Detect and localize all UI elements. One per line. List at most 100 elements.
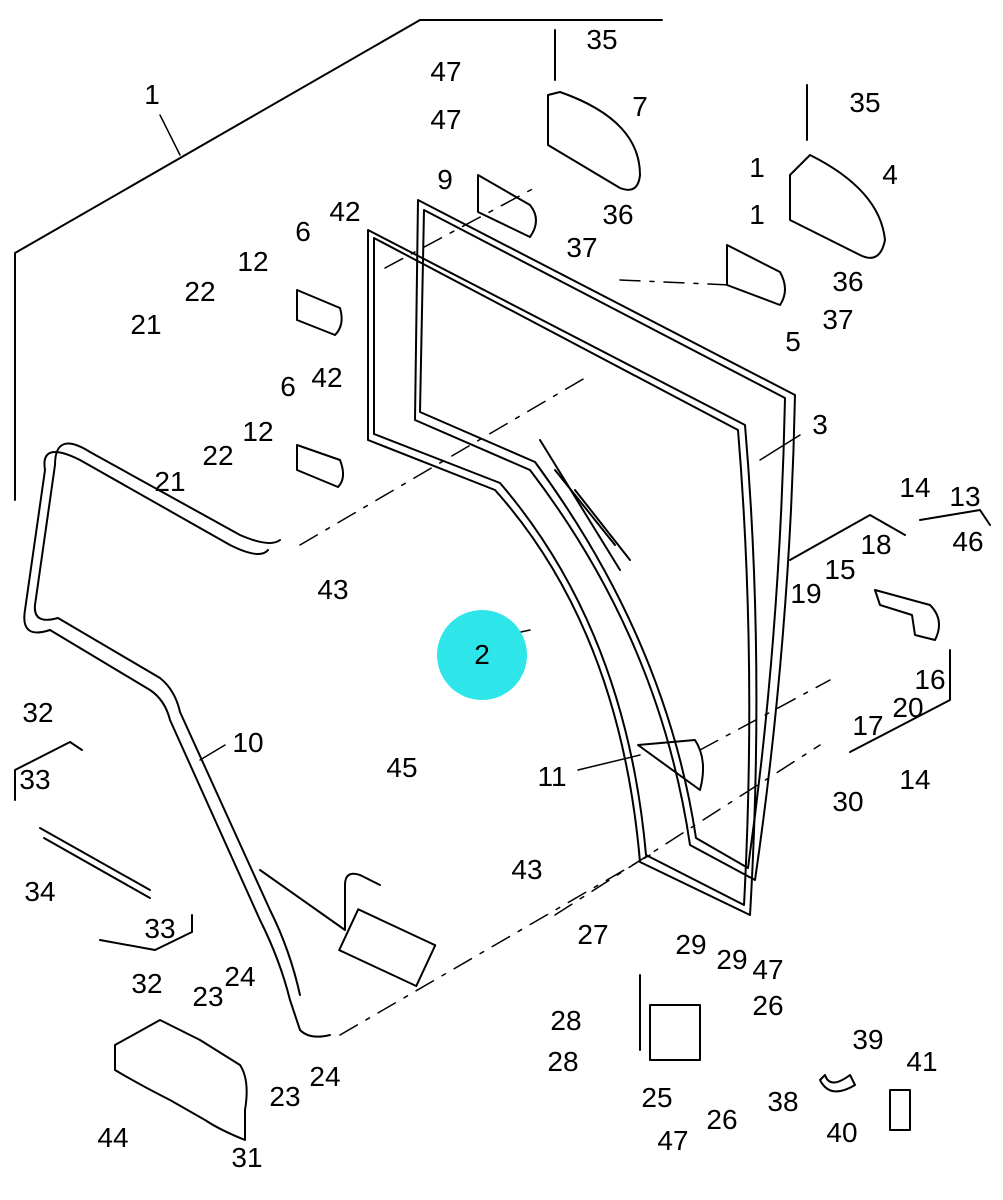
- callout-22: 22: [202, 440, 234, 471]
- group-bracket-32b: [99, 914, 193, 951]
- plate-5: [726, 244, 786, 306]
- door-handle-13: [874, 589, 940, 641]
- callout-14: 14: [899, 764, 931, 795]
- group-bracket-32: [14, 741, 83, 801]
- callout-12: 12: [242, 416, 274, 447]
- assembly-line: [699, 679, 831, 751]
- handrail-frame-2: [33, 442, 301, 996]
- callout-12: 12: [237, 246, 269, 277]
- callout-30: 30: [832, 786, 864, 817]
- callout-1: 1: [749, 152, 765, 183]
- highlight-label: 2: [474, 639, 490, 670]
- cover-31: [114, 1019, 248, 1141]
- callout-29: 29: [716, 944, 748, 975]
- callout-32: 32: [22, 697, 54, 728]
- callout-39: 39: [852, 1024, 884, 1055]
- bracket-11: [637, 739, 705, 791]
- callout-10: 10: [232, 727, 264, 758]
- callout-4: 4: [882, 159, 898, 190]
- callout-9: 9: [437, 164, 453, 195]
- callout-20: 20: [892, 692, 924, 723]
- door-seal-3-inner: [419, 209, 786, 869]
- door-glass-2: [367, 229, 758, 916]
- callout-19: 19: [790, 578, 822, 609]
- callout-21: 21: [154, 466, 186, 497]
- handrail-frame: [23, 451, 331, 1038]
- assembly-line: [339, 854, 651, 1036]
- bracket-39: [819, 1074, 856, 1093]
- assembly-line: [619, 279, 731, 286]
- callout-46: 46: [952, 526, 984, 557]
- hinge-7: [547, 91, 641, 191]
- callout-47: 47: [752, 954, 784, 985]
- callout-7: 7: [632, 91, 648, 122]
- callout-40: 40: [826, 1117, 858, 1148]
- callout-33: 33: [19, 764, 51, 795]
- glass-shine: [554, 469, 616, 546]
- latch-25: [649, 1004, 701, 1061]
- callout-32: 32: [131, 968, 163, 999]
- callout-26: 26: [752, 990, 784, 1021]
- latch-bracket: [338, 908, 437, 988]
- callout-1: 1: [749, 199, 765, 230]
- callout-42: 42: [329, 196, 361, 227]
- leader: [159, 114, 181, 156]
- door-glass-2-inner: [373, 237, 751, 906]
- hinge-4: [789, 154, 886, 259]
- glass-shine: [574, 489, 631, 561]
- glass-shine: [539, 439, 621, 571]
- handrail-branch: [259, 869, 381, 931]
- group-bracket-14: [789, 514, 906, 561]
- callout-36: 36: [602, 199, 634, 230]
- callout-37: 37: [566, 232, 598, 263]
- plate-6: [296, 289, 343, 336]
- callout-45: 45: [386, 752, 418, 783]
- callout-47: 47: [657, 1125, 689, 1156]
- callout-38: 38: [767, 1086, 799, 1117]
- callout-33: 33: [144, 913, 176, 944]
- gas-strut-34: [39, 827, 151, 891]
- assembly-line: [299, 374, 591, 546]
- callout-47: 47: [430, 56, 462, 87]
- callout-14: 14: [899, 472, 931, 503]
- callout-3: 3: [812, 409, 828, 440]
- callout-11: 11: [537, 761, 567, 792]
- callout-5: 5: [785, 326, 801, 357]
- assembly-bracket: [14, 19, 663, 501]
- callout-17: 17: [852, 710, 884, 741]
- callout-25: 25: [641, 1082, 673, 1113]
- leader: [199, 744, 226, 761]
- callout-23: 23: [269, 1081, 301, 1112]
- callout-34: 34: [24, 876, 56, 907]
- gas-strut-34-b: [43, 837, 151, 899]
- callout-36: 36: [832, 266, 864, 297]
- callout-6: 6: [295, 216, 311, 247]
- callout-43: 43: [511, 854, 543, 885]
- callout-26: 26: [706, 1104, 738, 1135]
- callout-15: 15: [824, 554, 856, 585]
- callout-35: 35: [586, 24, 618, 55]
- callout-37: 37: [822, 304, 854, 335]
- callout-13: 13: [949, 481, 981, 512]
- callout-6: 6: [280, 371, 296, 402]
- callout-28: 28: [547, 1046, 579, 1077]
- door-seal-3: [414, 199, 796, 881]
- highlight-callout-2[interactable]: 2: [437, 610, 527, 700]
- callout-24: 24: [309, 1061, 341, 1092]
- callout-35: 35: [849, 87, 881, 118]
- assembly-line: [554, 744, 821, 916]
- callout-44: 44: [97, 1122, 129, 1153]
- group-bracket-13: [919, 509, 991, 526]
- callout-22: 22: [184, 276, 216, 307]
- callout-43: 43: [317, 574, 349, 605]
- group-bracket-14b: [849, 649, 951, 753]
- callout-24: 24: [224, 961, 256, 992]
- assembly-line: [384, 184, 541, 269]
- plate-9: [477, 174, 537, 238]
- callout-21: 21: [130, 309, 162, 340]
- callout-16: 16: [914, 664, 946, 695]
- callout-18: 18: [860, 529, 892, 560]
- callout-27: 27: [577, 919, 609, 950]
- plate-6: [296, 444, 344, 488]
